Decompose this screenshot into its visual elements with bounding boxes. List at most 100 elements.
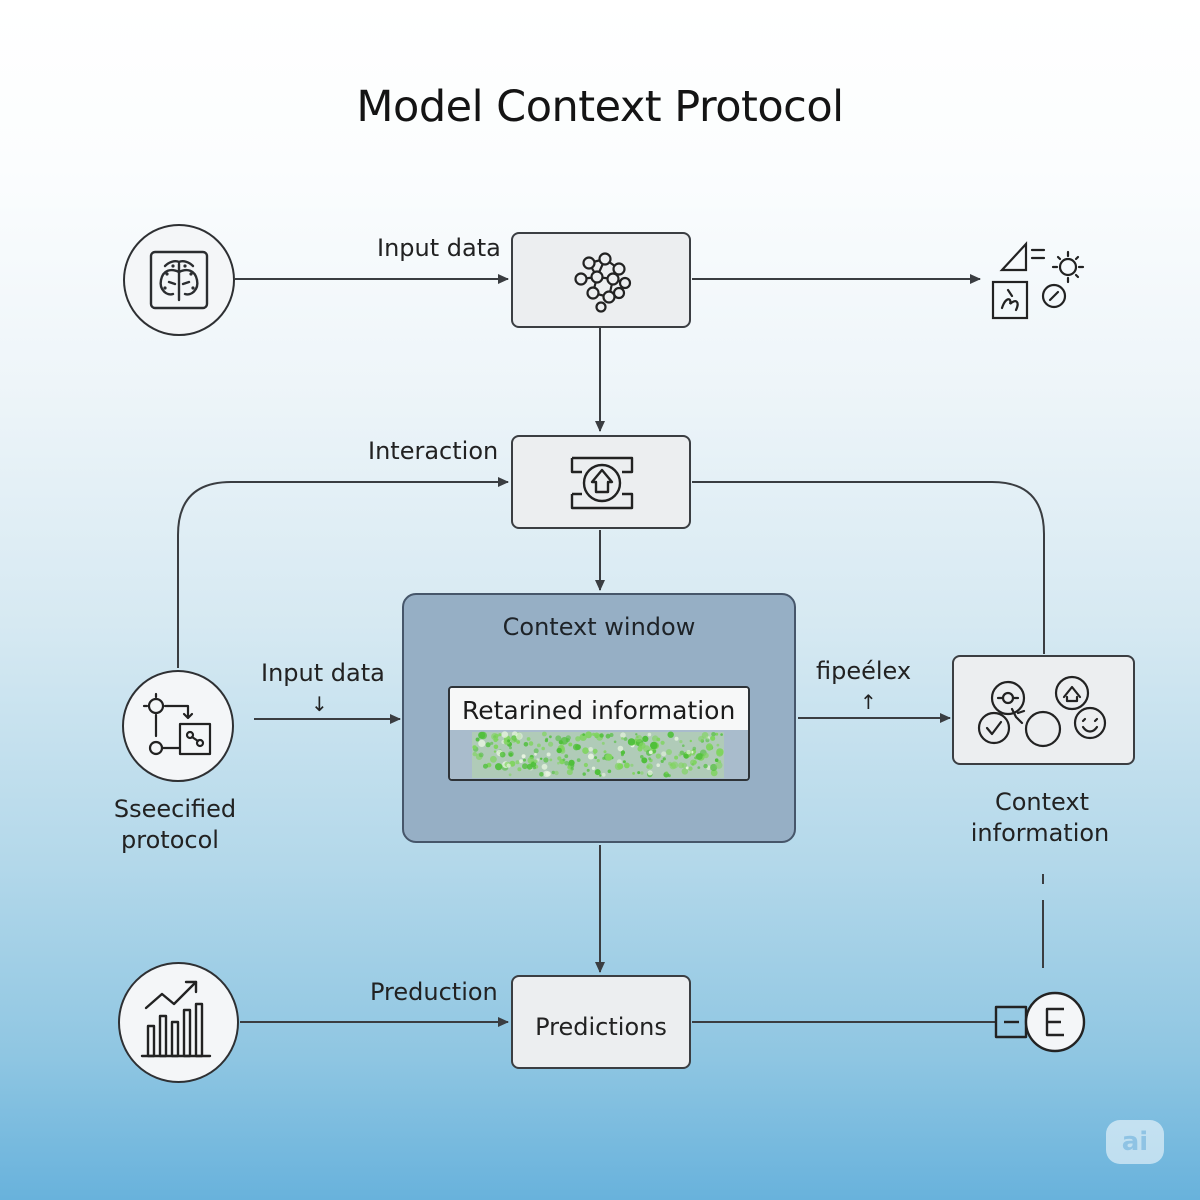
context-info-box[interactable] xyxy=(952,655,1135,765)
retained-dot xyxy=(582,747,589,754)
retained-dot xyxy=(515,760,520,765)
retained-dot xyxy=(594,756,598,760)
retained-dot xyxy=(586,768,590,772)
retained-dot xyxy=(602,756,606,760)
retained-data-strip xyxy=(450,730,748,779)
retained-dot xyxy=(679,740,683,744)
retained-dot xyxy=(560,737,569,745)
retained-dot xyxy=(567,765,571,770)
retained-dot xyxy=(674,736,679,741)
retained-dot xyxy=(585,731,592,739)
retained-dot xyxy=(556,747,562,754)
retained-dot xyxy=(642,735,649,742)
retained-dot xyxy=(526,737,531,741)
retained-dot xyxy=(568,742,573,747)
retained-dot xyxy=(501,731,509,738)
retained-dot xyxy=(495,763,503,771)
retained-dot xyxy=(522,763,528,770)
retained-dot xyxy=(650,741,658,750)
retained-dot xyxy=(551,770,555,775)
retained-dot xyxy=(475,737,480,742)
retained-information-panel[interactable] xyxy=(448,686,750,781)
retained-dot xyxy=(666,749,672,755)
retained-dot xyxy=(620,753,624,757)
retained-dot xyxy=(711,732,716,737)
retained-dot xyxy=(652,749,657,754)
retained-dot xyxy=(472,745,477,750)
retained-dot xyxy=(720,733,723,736)
model-box[interactable] xyxy=(511,232,691,328)
retained-dot xyxy=(635,733,638,736)
predictions-label: Predictions xyxy=(535,1013,667,1041)
retained-dot xyxy=(648,750,653,755)
retained-information-label: Retarined information xyxy=(462,696,736,725)
retained-dot xyxy=(541,746,545,751)
retained-dot xyxy=(523,742,529,747)
retained-dot xyxy=(493,744,499,750)
retained-dot xyxy=(479,731,487,740)
retained-dot xyxy=(678,762,685,769)
retained-dot xyxy=(478,739,486,747)
retained-dot xyxy=(548,741,554,747)
context-window-label: Context window xyxy=(502,613,696,641)
retained-dot xyxy=(703,752,709,759)
retained-dot xyxy=(706,744,713,751)
retained-dot xyxy=(683,753,689,759)
context-information-line1: Context xyxy=(994,788,1090,816)
specified-protocol-line1: Sseecified xyxy=(113,795,237,823)
retained-dot xyxy=(599,774,602,777)
protocol-flow-node xyxy=(122,670,234,782)
retained-dot xyxy=(543,770,550,778)
retained-dot xyxy=(575,736,581,742)
retained-dot xyxy=(485,742,491,748)
retained-dot xyxy=(685,766,689,770)
retained-dot xyxy=(647,732,652,737)
retained-dot xyxy=(506,763,511,768)
interaction-box[interactable] xyxy=(511,435,691,529)
retained-dot xyxy=(582,772,586,776)
retained-dot xyxy=(661,751,667,757)
retained-dot xyxy=(583,762,588,768)
predictions-box[interactable]: Predictions xyxy=(511,975,691,1069)
retained-dot xyxy=(635,734,643,743)
retained-dot xyxy=(534,759,538,764)
retained-dot xyxy=(678,753,682,757)
retained-dot xyxy=(541,763,548,770)
retained-dot xyxy=(624,762,630,769)
retained-dot xyxy=(508,752,513,757)
retained-dot xyxy=(603,750,607,754)
retained-dot xyxy=(530,761,537,768)
retained-dot xyxy=(715,732,719,736)
fipeliex-label: fipeélex xyxy=(816,657,912,685)
context-info-cluster-icon xyxy=(977,675,1107,748)
retained-dot xyxy=(582,733,585,736)
retained-dot xyxy=(521,754,526,759)
retained-dot xyxy=(498,733,502,737)
retained-dot xyxy=(591,766,596,770)
retained-dot xyxy=(655,753,661,759)
retained-dot xyxy=(630,763,634,767)
retained-dot xyxy=(681,768,689,775)
retained-dot xyxy=(716,748,724,756)
growth-chart-node xyxy=(118,962,239,1083)
retained-dot xyxy=(554,770,559,776)
retained-dot xyxy=(621,737,624,740)
retained-dot xyxy=(528,741,534,746)
retained-dot xyxy=(599,733,604,738)
retained-dot xyxy=(507,739,511,743)
retained-dot xyxy=(575,744,581,750)
retained-dot xyxy=(667,731,674,738)
page-title: Model Context Protocol xyxy=(356,82,844,132)
retained-dot xyxy=(542,731,547,737)
retained-dot xyxy=(592,732,596,736)
neural-network-icon xyxy=(574,252,632,313)
retained-dot xyxy=(622,760,626,764)
retained-dot xyxy=(640,755,644,759)
retained-dot xyxy=(588,747,593,752)
retained-dot xyxy=(652,735,659,742)
retained-dot xyxy=(620,732,626,738)
retained-dot xyxy=(682,744,685,747)
retained-dot xyxy=(533,748,539,754)
fipeliex-up-arrow: ↑ xyxy=(860,690,877,714)
retained-dot xyxy=(592,748,598,754)
